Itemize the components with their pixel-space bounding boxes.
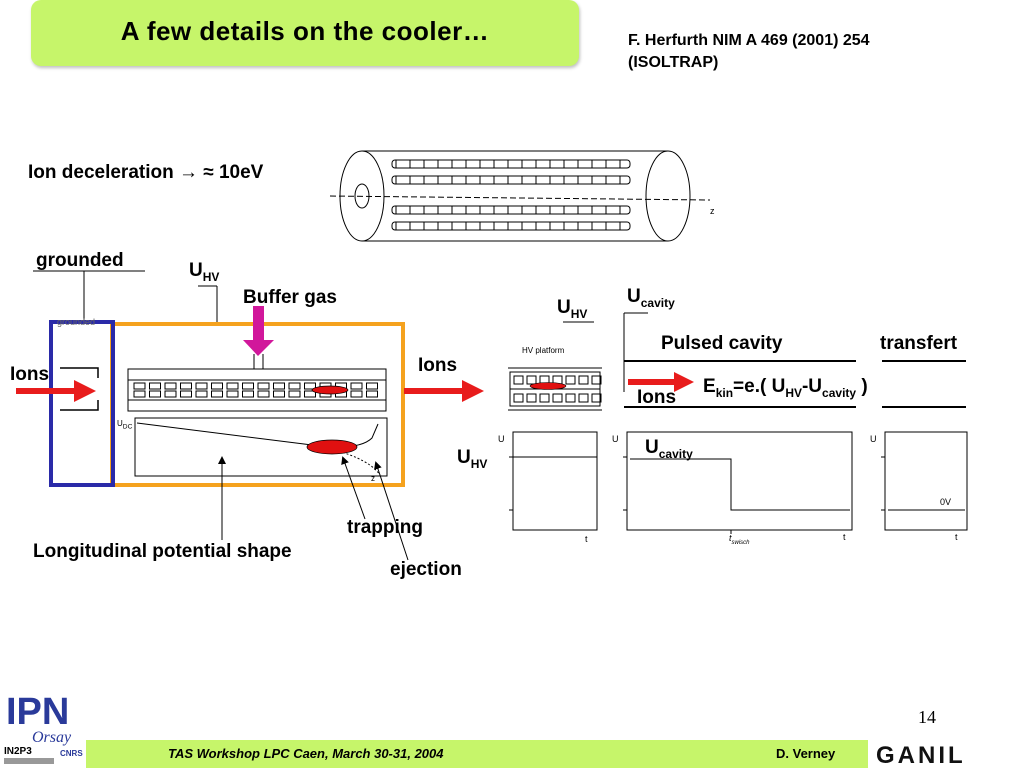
ions-label-mid: Ions <box>418 355 458 376</box>
hv-platform-drawing <box>508 367 602 411</box>
title-box <box>31 0 579 66</box>
ion-cloud-platform <box>529 382 567 390</box>
svg-text:IN2P3: IN2P3 <box>4 746 32 757</box>
ions-label-left: Ions <box>10 364 50 385</box>
reference-line-2: (ISOLTRAP) <box>628 54 719 71</box>
ion-arrow-cavity <box>628 372 694 392</box>
trapping-pointer <box>341 456 366 520</box>
pulsed-cavity-label: Pulsed cavity <box>661 333 783 354</box>
plot3-u-axis: U <box>870 434 877 444</box>
ekin-formula: Ekin=e.( UHV-Ucavity ) <box>703 376 868 400</box>
buffer-gas-label: Buffer gas <box>243 287 337 308</box>
ejection-label: ejection <box>390 559 462 580</box>
uhv-label-1: UHV <box>189 260 220 284</box>
trapping-label: trapping <box>347 517 423 538</box>
svg-text:IPN: IPN <box>6 691 69 733</box>
svg-text:Orsay: Orsay <box>32 729 72 746</box>
zero-volt-label: 0V <box>940 497 952 507</box>
footer-author: D. Verney <box>776 746 836 761</box>
uhv-label-3: UHV <box>457 447 488 471</box>
reference-line-1: F. Herfurth NIM A 469 (2001) 254 <box>628 32 870 49</box>
footer-event: TAS Workshop LPC Caen, March 30-31, 2004 <box>168 746 444 761</box>
z-small-label: z <box>371 474 375 483</box>
slide-title: A few details on the cooler… <box>120 16 490 46</box>
svg-text:GANIL: GANIL <box>876 742 966 768</box>
svg-text:CNRS: CNRS <box>60 749 83 758</box>
page-number: 14 <box>918 707 936 727</box>
ganil-logo: GANIL <box>876 742 966 768</box>
ion-arrow-out <box>404 380 484 402</box>
plot2-t-axis: t <box>843 532 846 542</box>
rfq-segments <box>127 354 387 412</box>
grounded-frame <box>49 320 115 487</box>
ion-arrow-in <box>16 380 96 402</box>
grounded-small-label: grounded <box>57 317 96 327</box>
grounded-label: grounded <box>36 250 124 271</box>
plot2-u-axis: U <box>612 434 619 444</box>
transfert-label: transfert <box>880 333 958 354</box>
plot3-t-axis: t <box>955 532 958 542</box>
injection-electrode-bottom <box>60 400 99 411</box>
ucavity-label-1: Ucavity <box>627 286 675 310</box>
plot1-t-axis: t <box>585 534 588 544</box>
ucavity-label-2: Ucavity <box>645 437 693 461</box>
ion-cloud-rfq <box>311 385 349 395</box>
footer-bar <box>86 740 868 768</box>
injection-electrode-top <box>60 367 99 378</box>
ion-cloud-trap <box>306 439 358 455</box>
hv-platform-label: HV platform <box>522 346 565 355</box>
buffer-gas-shaft <box>253 306 264 342</box>
ejection-pointer <box>374 461 409 561</box>
ipn-logo: IPN Orsay IN2P3 CNRS <box>4 691 83 764</box>
plot1-u-axis: U <box>498 434 505 444</box>
ion-deceleration-label: Ion deceleration → ≈ 10eV <box>28 162 264 183</box>
voltage-plots <box>509 431 968 534</box>
reference: F. Herfurth NIM A 469 (2001) 254 (ISOLTR… <box>628 30 870 74</box>
rfq-drawing <box>329 150 711 242</box>
uhv-label-2: UHV <box>557 297 588 321</box>
buffer-gas-arrowhead <box>243 340 274 356</box>
z-axis-label: z <box>710 206 715 216</box>
longitudinal-label: Longitudinal potential shape <box>33 541 292 562</box>
ions-label-right: Ions <box>637 387 677 408</box>
udc-label: UDC <box>117 419 133 431</box>
t-switch-label: tswisch <box>729 533 750 546</box>
